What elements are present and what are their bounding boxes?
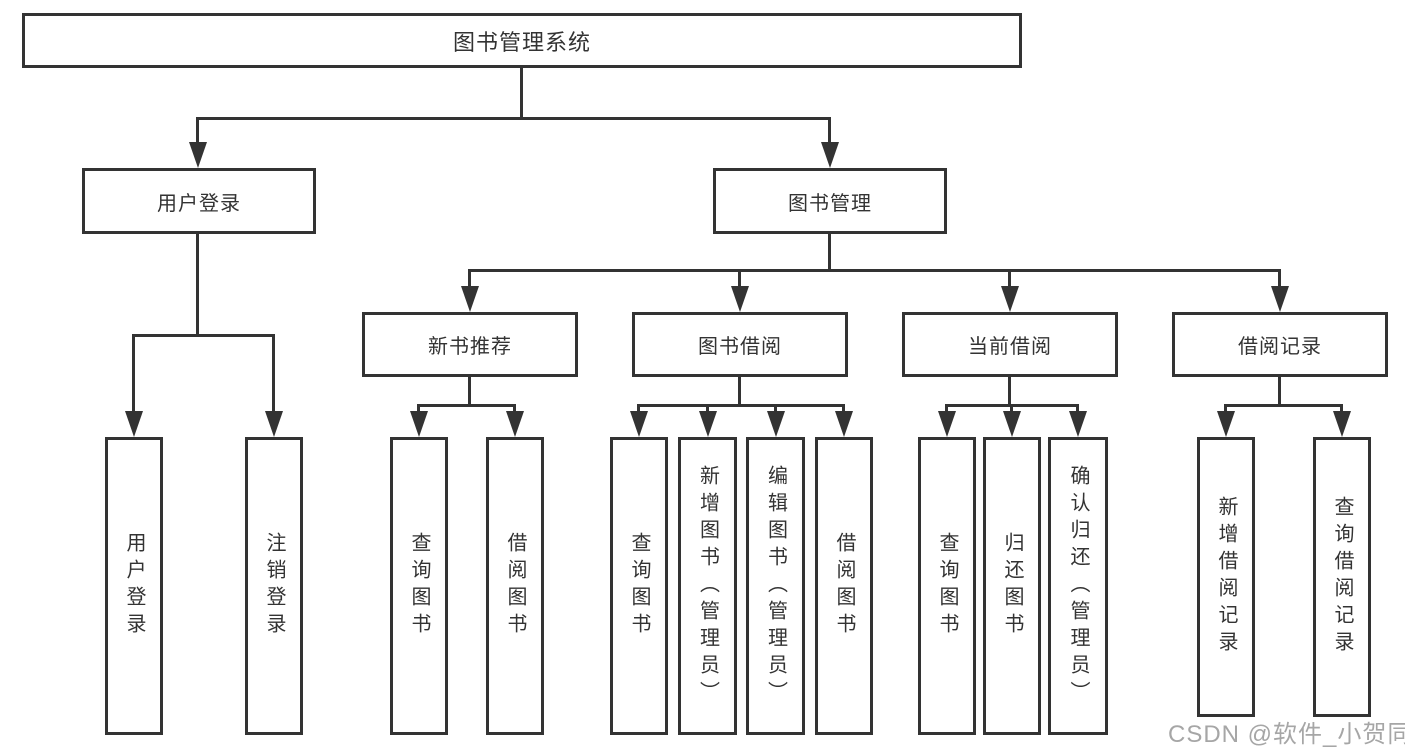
connector-line: [738, 377, 741, 406]
connector-line: [828, 117, 831, 144]
arrow-down-icon: [125, 411, 143, 437]
connector-line: [1076, 404, 1079, 414]
leaf-logout: 注销登录: [245, 437, 303, 735]
node-book-borrowing: 图书借阅: [632, 312, 848, 377]
connector-line: [1224, 404, 1227, 414]
arrow-down-icon: [1069, 411, 1087, 437]
arrow-down-icon: [1333, 411, 1351, 437]
arrow-down-icon: [1003, 411, 1021, 437]
connector-line: [1008, 377, 1011, 406]
arrow-down-icon: [630, 411, 648, 437]
arrow-down-icon: [699, 411, 717, 437]
leaf-borrow-books-borrowing: 借阅图书: [815, 437, 873, 735]
connector-line: [132, 334, 275, 337]
arrow-down-icon: [835, 411, 853, 437]
node-library-system: 图书管理系统: [22, 13, 1022, 68]
connector-line: [417, 404, 516, 407]
connector-line: [513, 404, 516, 414]
arrow-down-icon: [767, 411, 785, 437]
leaf-confirm-return-admin: 确认归还（管理员）: [1048, 437, 1108, 735]
arrow-down-icon: [1217, 411, 1235, 437]
connector-line: [1278, 377, 1281, 406]
connector-line: [637, 404, 640, 414]
arrow-down-icon: [506, 411, 524, 437]
connector-line: [828, 234, 831, 272]
node-borrowing-records: 借阅记录: [1172, 312, 1388, 377]
arrow-down-icon: [938, 411, 956, 437]
connector-line: [738, 269, 741, 289]
connector-line: [196, 234, 199, 336]
arrow-down-icon: [731, 286, 749, 312]
node-current-borrowing: 当前借阅: [902, 312, 1118, 377]
leaf-user-login: 用户登录: [105, 437, 163, 735]
arrow-down-icon: [1271, 286, 1289, 312]
leaf-edit-book-admin: 编辑图书（管理员）: [746, 437, 805, 735]
leaf-query-books-borrowing: 查询图书: [610, 437, 668, 735]
connector-line: [132, 334, 135, 413]
connector-line: [637, 404, 845, 407]
connector-line: [842, 404, 845, 414]
connector-line: [468, 269, 1281, 272]
watermark: CSDN @软件_小贺同学: [1168, 721, 1405, 748]
node-user-login: 用户登录: [82, 168, 316, 234]
node-new-book-recommendation: 新书推荐: [362, 312, 578, 377]
leaf-query-borrow-record: 查询借阅记录: [1313, 437, 1371, 717]
connector-line: [945, 404, 948, 414]
arrow-down-icon: [265, 411, 283, 437]
connector-line: [468, 377, 471, 406]
connector-line: [774, 404, 777, 414]
arrow-down-icon: [410, 411, 428, 437]
connector-line: [520, 68, 523, 120]
node-book-management: 图书管理: [713, 168, 947, 234]
connector-line: [1010, 404, 1013, 414]
connector-line: [1008, 269, 1011, 289]
connector-line: [468, 269, 471, 289]
leaf-add-book-admin: 新增图书（管理员）: [678, 437, 737, 735]
arrow-down-icon: [461, 286, 479, 312]
leaf-query-books-current: 查询图书: [918, 437, 976, 735]
connector-line: [1340, 404, 1343, 414]
leaf-add-borrow-record: 新增借阅记录: [1197, 437, 1255, 717]
leaf-return-books: 归还图书: [983, 437, 1041, 735]
leaf-query-books-recommend: 查询图书: [390, 437, 448, 735]
arrow-down-icon: [1001, 286, 1019, 312]
connector-line: [1224, 404, 1343, 407]
connector-line: [417, 404, 420, 414]
arrow-down-icon: [821, 142, 839, 168]
connector-line: [1278, 269, 1281, 289]
connector-line: [272, 334, 275, 413]
arrow-down-icon: [189, 142, 207, 168]
connector-line: [196, 117, 199, 144]
connector-line: [706, 404, 709, 414]
connector-line: [196, 117, 831, 120]
leaf-borrow-books-recommend: 借阅图书: [486, 437, 544, 735]
